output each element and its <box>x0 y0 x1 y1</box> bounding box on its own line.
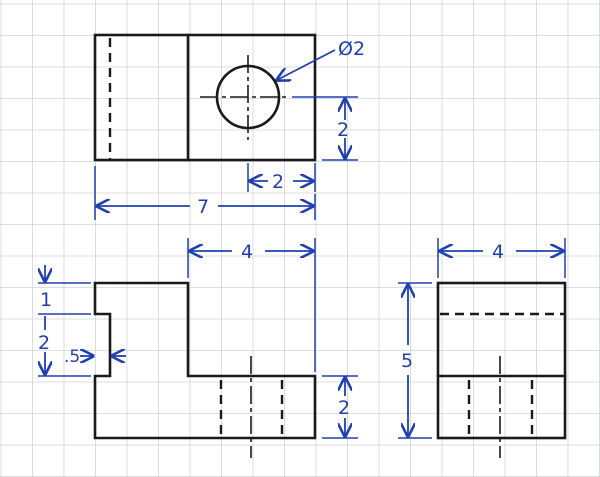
dim-notch-top: 1 <box>40 289 52 311</box>
top-view: Ø2 2 2 7 <box>93 33 365 220</box>
side-view-outline <box>436 281 567 440</box>
dim-overall-width: 7 <box>197 196 209 218</box>
hole-callout: Ø2 <box>338 38 365 60</box>
dim-notch-depth: .5 <box>64 347 80 367</box>
front-view-outline <box>93 281 317 440</box>
dim-step-width: 4 <box>241 241 253 263</box>
dim-hole-horizontal: 2 <box>272 171 284 193</box>
front-view: 4 1 2 .5 2 <box>38 238 358 458</box>
dim-notch-height: 2 <box>38 332 50 354</box>
dim-base-height: 2 <box>338 397 350 419</box>
dim-hole-vertical: 2 <box>337 119 349 141</box>
dim-side-width: 4 <box>492 241 504 263</box>
hole-callout-leader <box>277 49 336 80</box>
side-view: 4 5 <box>398 238 567 458</box>
dim-side-height: 5 <box>401 350 413 372</box>
